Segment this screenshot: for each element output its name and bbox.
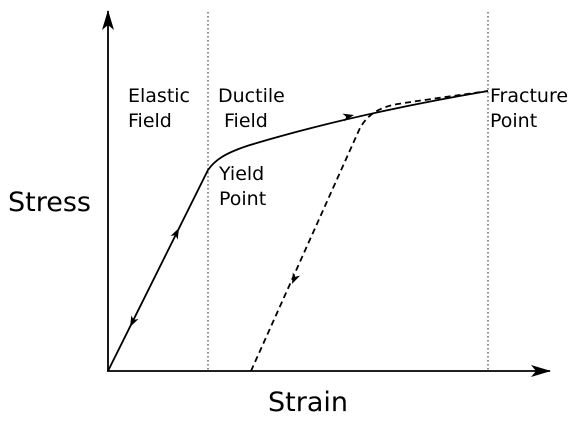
ductile-label-line1: Ductile (218, 85, 285, 107)
y-axis-label: Stress (8, 187, 91, 218)
fracture-label-line1: Fracture (490, 85, 568, 107)
elastic-field-label: Elastic Field (128, 85, 196, 132)
ductile-field-label: Ductile Field (218, 85, 291, 132)
fracture-label-line2: Point (490, 110, 537, 132)
elastic-label-line2: Field (128, 110, 172, 132)
yield-label-line2: Point (219, 188, 266, 210)
yield-label-line1: Yield (218, 163, 264, 185)
fracture-point-label: Fracture Point (490, 85, 574, 132)
ductile-label-line2: Field (224, 110, 268, 132)
loading-direction-arrow (170, 228, 179, 240)
stress-strain-curve (107, 90, 489, 372)
plastic-direction-arrow (342, 113, 354, 122)
unloading-dashed-arrow (292, 272, 301, 284)
yield-point-label: Yield Point (218, 163, 270, 210)
x-axis-label: Strain (268, 387, 348, 418)
unloading-curve (250, 90, 489, 372)
elastic-label-line1: Elastic (128, 85, 190, 107)
unloading-direction-arrow (130, 315, 139, 327)
